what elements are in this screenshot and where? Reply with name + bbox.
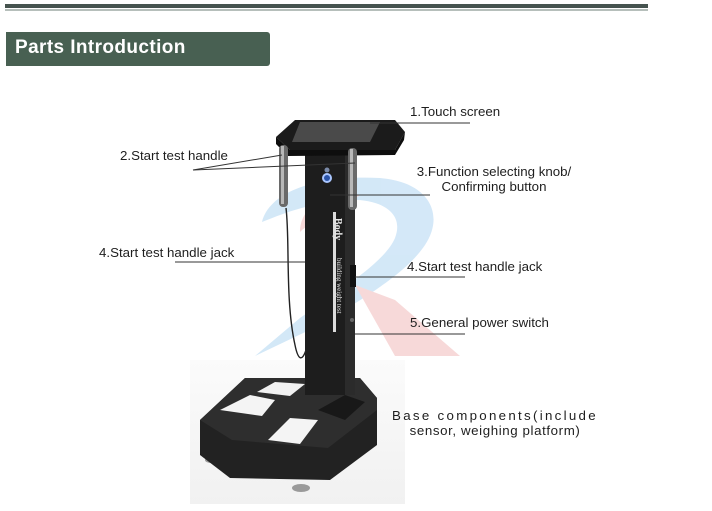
function-knob-icon (322, 167, 332, 183)
section-title: Parts Introduction (15, 37, 186, 58)
top-rule-light (5, 9, 648, 11)
handle-cable (285, 207, 307, 359)
top-rule-dark (5, 4, 648, 8)
device-base (200, 378, 377, 492)
label-handle-jack-left: 4.Start test handle jack (99, 245, 235, 260)
label-power-switch: 5.General power switch (410, 315, 549, 330)
section-header: Parts Introduction (6, 32, 270, 66)
column-subtitle-text: building weight test (335, 258, 343, 314)
label-base-components: Base components(include sensor, weighing… (380, 408, 610, 438)
label-base-components-line2: sensor, weighing platform) (409, 423, 581, 438)
label-base-components-line1: Base components(include (392, 408, 598, 423)
leader-lines (175, 122, 470, 335)
label-function-knob-line1: 3.Function selecting knob/ (416, 164, 572, 179)
label-function-knob-line2: Confirming button (441, 179, 547, 194)
label-start-test-handle: 2.Start test handle (120, 148, 228, 163)
label-touch-screen: 1.Touch screen (410, 104, 501, 119)
label-function-knob: 3.Function selecting knob/ Confirming bu… (397, 164, 591, 194)
label-handle-jack-right: 4.Start test handle jack (407, 259, 543, 274)
device-column (305, 150, 356, 395)
touch-screen-device (276, 120, 405, 156)
column-brand-text: Body (332, 218, 343, 241)
